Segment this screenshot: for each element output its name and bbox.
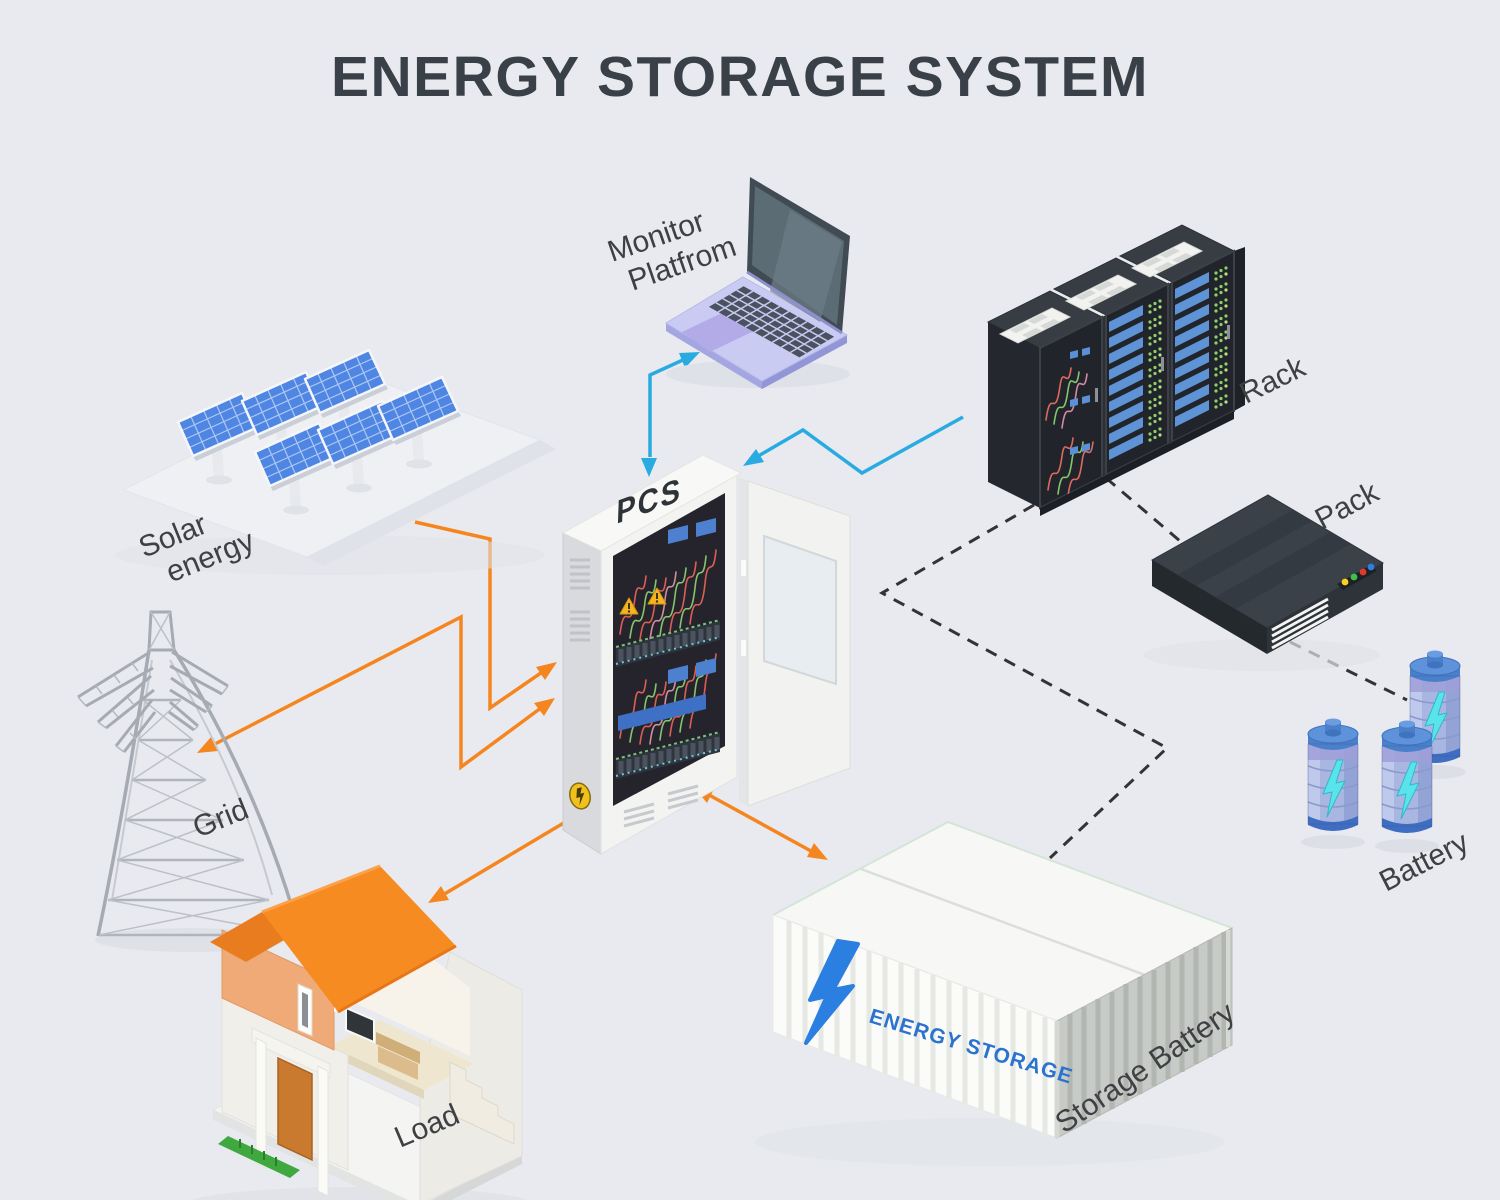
connections [197,352,1408,903]
rack-bay-servers [1105,282,1169,477]
rack-bay-wires [1039,315,1103,510]
battery-cell [1307,717,1359,832]
door-window [763,534,837,686]
sofa [376,1032,420,1064]
monitor-platform: MonitorPlatfrom [604,177,850,389]
lightning-logo-icon [804,939,860,1045]
battery-cell [1381,719,1433,834]
battery-pack: Pack [1144,475,1385,671]
corrugation-side [1067,932,1227,1131]
arrow-rack-to-pcs [743,415,964,476]
side-vents [570,558,590,642]
bottom-vents [623,784,699,828]
led-blue [1367,563,1375,571]
roof-main [262,866,456,1012]
hazard-sticker [569,782,591,810]
pack-vents [1271,597,1329,650]
page-title: ENERGY STORAGE SYSTEM [331,45,1149,109]
solar-energy: Solarenergy [115,348,556,589]
led-green [1350,573,1358,581]
storage-battery-container: ENERGY STORAGE Storage Battery [755,820,1241,1166]
grass [218,1136,300,1178]
load-house: Load [191,864,529,1200]
tv [345,1006,375,1044]
led-yellow [1341,578,1349,586]
arrow-pcs-to-load [428,819,568,903]
dashed-rack-to-pack [1105,476,1181,543]
arrow-pcs-monitor [641,352,700,477]
stairs [449,1061,515,1145]
rack-bay-servers [1171,249,1235,444]
pcs-cabinet: PCS [561,454,851,855]
pcs-door [739,477,851,807]
dashed-rack-to-storage [878,503,1170,860]
arrow-solar-to-pcs [414,520,557,712]
front-door [277,1056,313,1162]
battery-rack: Rack [986,224,1311,516]
led-red [1359,568,1367,576]
